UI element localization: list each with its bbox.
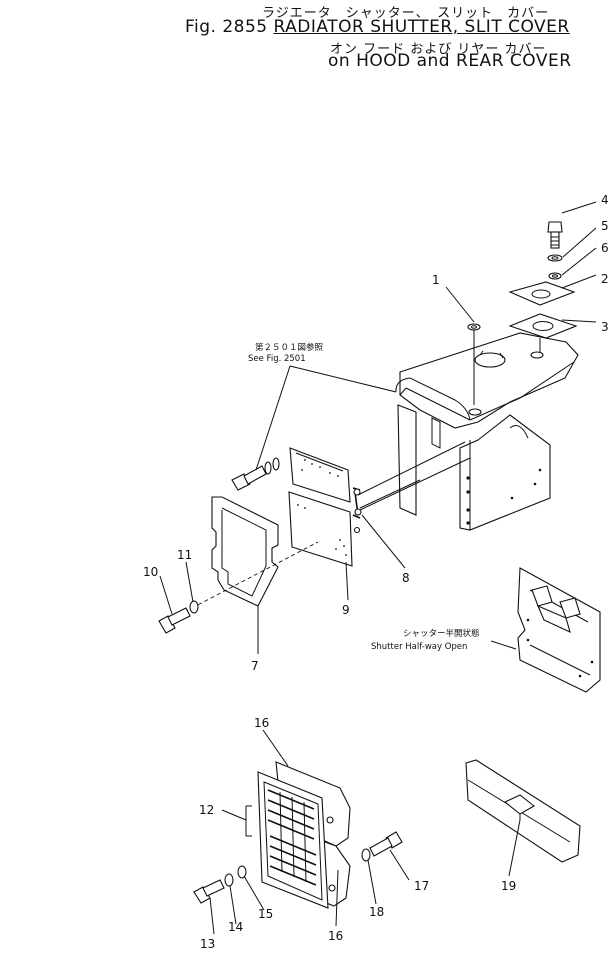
callout-16-top: 16 xyxy=(254,716,269,730)
bolt-and-washer-17-18 xyxy=(361,831,403,862)
callout-10: 10 xyxy=(143,565,158,579)
grille-slots xyxy=(267,789,317,886)
leader-lines xyxy=(159,201,597,935)
callout-3: 3 xyxy=(601,320,609,334)
slit-cover-gasket xyxy=(191,496,319,609)
callout-8: 8 xyxy=(402,571,410,585)
callout-13: 13 xyxy=(200,937,215,951)
see-fig-note-en: See Fig. 2501 xyxy=(248,354,306,364)
figure-title-english: RADIATOR SHUTTER, SLIT COVER xyxy=(273,17,570,37)
callout-5: 5 xyxy=(601,219,609,233)
shutter-bolt-set xyxy=(231,457,280,491)
hood-mounting-hardware xyxy=(467,221,578,405)
subtitle-english: on HOOD and REAR COVER xyxy=(328,51,572,71)
see-fig-note-jp: 第２５０１図参照 xyxy=(255,342,324,353)
rear-grille-assembly xyxy=(245,761,351,909)
callout-11: 11 xyxy=(177,548,192,562)
callout-7: 7 xyxy=(251,659,259,673)
callout-15: 15 xyxy=(258,907,273,921)
callout-19: 19 xyxy=(501,879,516,893)
figure-number: Fig. 2855 xyxy=(185,17,268,37)
callout-1: 1 xyxy=(432,273,440,287)
rear-cover xyxy=(465,759,581,863)
bolt-and-washer-10-11 xyxy=(158,600,199,634)
callout-6: 6 xyxy=(601,241,609,255)
callout-4: 4 xyxy=(601,193,609,207)
callout-2: 2 xyxy=(601,272,609,286)
callout-14: 14 xyxy=(228,920,243,934)
title-japanese: ラジエータ シャッター、 スリット カバー xyxy=(262,6,550,21)
shutter-perforations xyxy=(297,459,347,556)
callout-18: 18 xyxy=(369,905,384,919)
callout-16-bottom: 16 xyxy=(328,929,343,943)
shutter-half-open-detail xyxy=(517,567,601,693)
subtitle-japanese: オン フード および リヤー カバー xyxy=(330,42,547,57)
callout-17: 17 xyxy=(414,879,429,893)
bolt-and-washers-13-15 xyxy=(193,865,247,904)
shutter-note-en: Shutter Half-way Open xyxy=(371,642,467,652)
shutter-note-jp: シャッター半開状態 xyxy=(403,628,480,639)
radiator-shutter xyxy=(288,447,421,567)
callout-9: 9 xyxy=(342,603,350,617)
callout-numbers: 1 2 3 4 5 6 7 8 9 10 11 12 13 14 15 16 1… xyxy=(143,193,609,951)
callout-12: 12 xyxy=(199,803,214,817)
figure-title: Fig. 2855 RADIATOR SHUTTER, SLIT COVER xyxy=(185,17,570,37)
hood-assembly xyxy=(357,332,579,531)
